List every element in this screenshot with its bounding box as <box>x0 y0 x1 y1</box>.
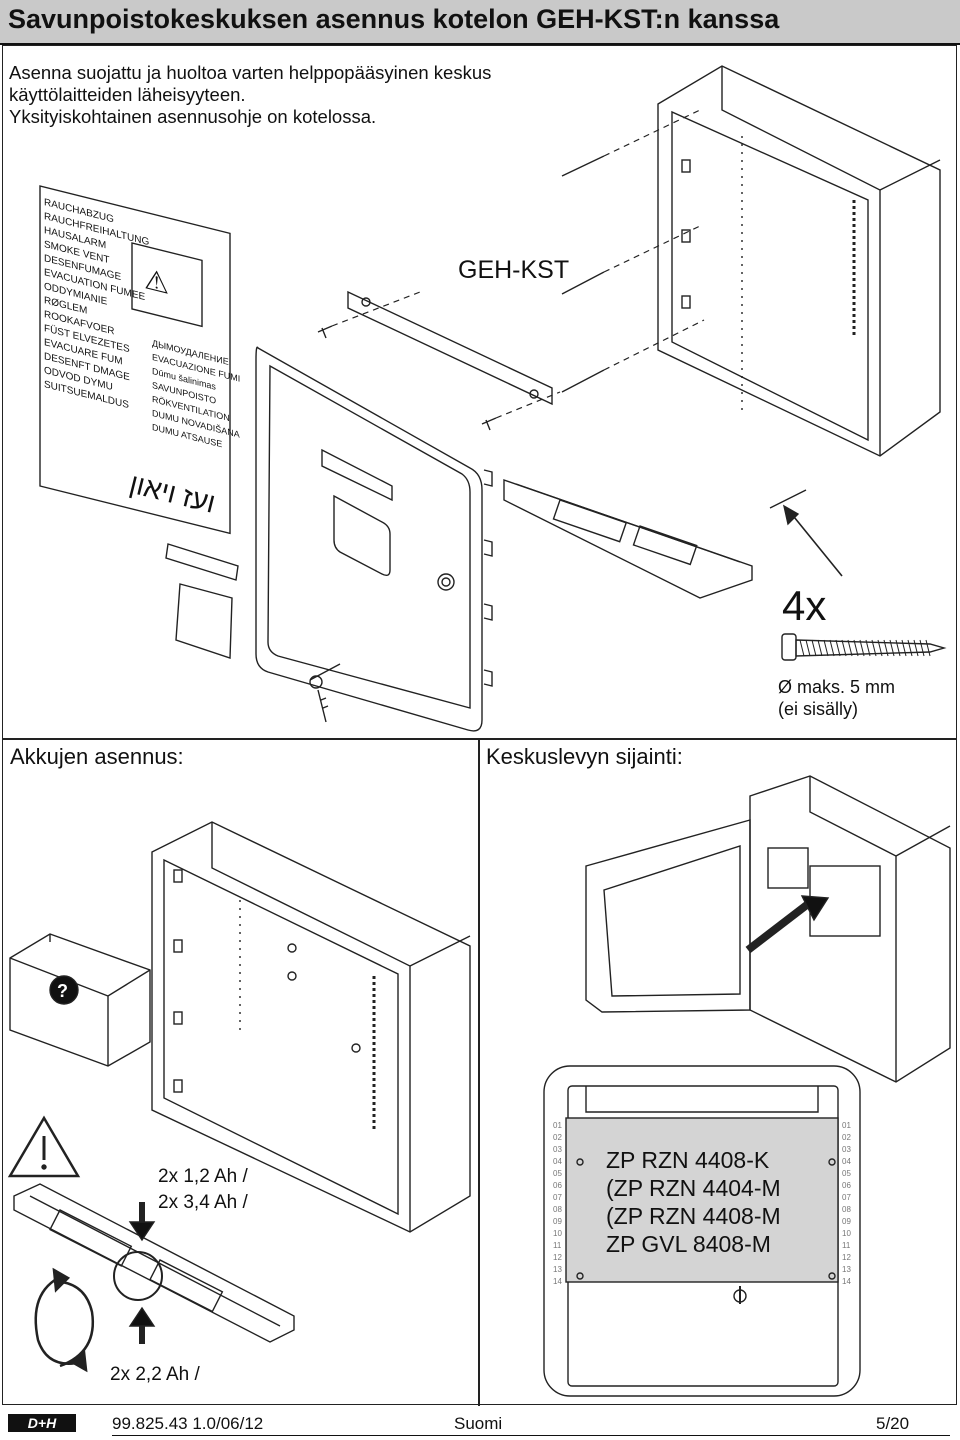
terminal-number: 02 <box>842 1133 851 1142</box>
screw-count-label: 4x <box>782 582 827 629</box>
document-number: 99.825.43 1.0/06/12 <box>112 1414 264 1433</box>
terminal-number: 05 <box>842 1169 851 1178</box>
key-icon <box>309 663 341 723</box>
intro-line: Yksityiskohtainen asennusohje on kotelos… <box>9 106 377 127</box>
terminal-number: 08 <box>553 1205 562 1214</box>
board-model: (ZP RZN 4408-M <box>606 1203 781 1229</box>
mounting-rail <box>347 290 553 406</box>
battery-housing <box>151 821 471 1233</box>
terminal-number: 11 <box>842 1241 851 1250</box>
terminal-number: 04 <box>842 1157 851 1166</box>
board-heading: Keskuslevyn sijainti: <box>486 744 683 769</box>
terminal-number: 13 <box>553 1265 562 1274</box>
mainboard-housing-frontview: 01 02 03 04 05 06 07 08 09 10 11 12 13 14 01 02 03 04 05 0… <box>543 1065 861 1397</box>
screw-illustration <box>781 633 947 661</box>
column-divider <box>478 738 480 1406</box>
screw-spec: Ø maks. 5 mm (ei sisälly) <box>778 676 895 720</box>
screw-diameter: Ø maks. 5 mm <box>778 677 896 697</box>
language-label: Suomi <box>454 1414 503 1433</box>
open-enclosure <box>585 775 951 1083</box>
footer: D+H 99.825.43 1.0/06/12 Suomi 5/20 <box>0 1408 960 1440</box>
section-divider <box>2 738 957 740</box>
intro-line: käyttölaitteiden läheisyyteen. <box>9 84 246 105</box>
intro-text: Asenna suojattu ja huoltoa varten helppo… <box>9 62 491 128</box>
terminal-number: 11 <box>553 1241 562 1250</box>
page-number: 5/20 <box>876 1414 910 1433</box>
terminal-number: 14 <box>842 1277 851 1286</box>
content-frame <box>2 45 957 1405</box>
page-title: Savunpoistokeskuksen asennus kotelon GEH… <box>8 4 780 34</box>
board-models: ZP RZN 4408-K (ZP RZN 4404-M (ZP RZN 440… <box>606 1146 781 1258</box>
terminal-number: 13 <box>842 1265 851 1274</box>
terminal-number: 10 <box>553 1229 562 1238</box>
terminal-number: 06 <box>553 1181 562 1190</box>
board-model: ZP RZN 4408-K <box>606 1147 770 1173</box>
geh-kst-label: GEH-KST <box>458 256 570 284</box>
footer-rule <box>112 1435 950 1436</box>
terminal-number: 14 <box>553 1277 562 1286</box>
terminal-number: 02 <box>553 1133 562 1142</box>
battery-option: 2x 1,2 Ah / <box>158 1166 248 1187</box>
svg-text:?: ? <box>57 981 68 1001</box>
terminal-number: 04 <box>553 1157 562 1166</box>
terminal-number: 12 <box>842 1253 851 1262</box>
battery-option: 2x 2,2 Ah / <box>110 1364 200 1385</box>
title-bar: Savunpoistokeskuksen asennus kotelon GEH… <box>0 0 960 45</box>
terminal-number: 03 <box>553 1145 562 1154</box>
terminal-number: 06 <box>842 1181 851 1190</box>
brand-logo: D+H <box>8 1414 76 1432</box>
battery-tray <box>503 479 753 599</box>
enclosure-door <box>255 346 493 732</box>
terminal-number: 03 <box>842 1145 851 1154</box>
terminal-number: 09 <box>842 1217 851 1226</box>
batteries-heading: Akkujen asennus: <box>10 744 184 769</box>
rotate-icon <box>34 1267 95 1373</box>
screw-icon <box>317 155 807 509</box>
warning-icon <box>7 1115 81 1178</box>
battery-option: 2x 3,4 Ah / <box>158 1192 248 1213</box>
terminal-number: 01 <box>842 1121 851 1130</box>
battery-icon: ? <box>9 933 151 1067</box>
terminal-number: 01 <box>553 1121 562 1130</box>
smoke-vent-sign: ⚠ RAUCHABZUGRAUCHFREIHALTUNGHAUSALARMSMO… <box>39 185 241 535</box>
screw-note: (ei sisälly) <box>778 699 859 719</box>
enclosure-housing <box>657 65 941 457</box>
terminal-number: 08 <box>842 1205 851 1214</box>
terminal-number: 05 <box>553 1169 562 1178</box>
terminal-number: 07 <box>553 1193 562 1202</box>
terminal-number: 10 <box>842 1229 851 1238</box>
battery-tray-bottom <box>13 1183 295 1343</box>
terminal-number: 07 <box>842 1193 851 1202</box>
board-model: (ZP RZN 4404-M <box>606 1175 781 1201</box>
terminal-number: 12 <box>553 1253 562 1262</box>
intro-line: Asenna suojattu ja huoltoa varten helppo… <box>9 62 492 83</box>
board-model: ZP GVL 8408-M <box>606 1231 771 1257</box>
svg-text:⚠: ⚠ <box>144 262 169 301</box>
terminal-number: 09 <box>553 1217 562 1226</box>
